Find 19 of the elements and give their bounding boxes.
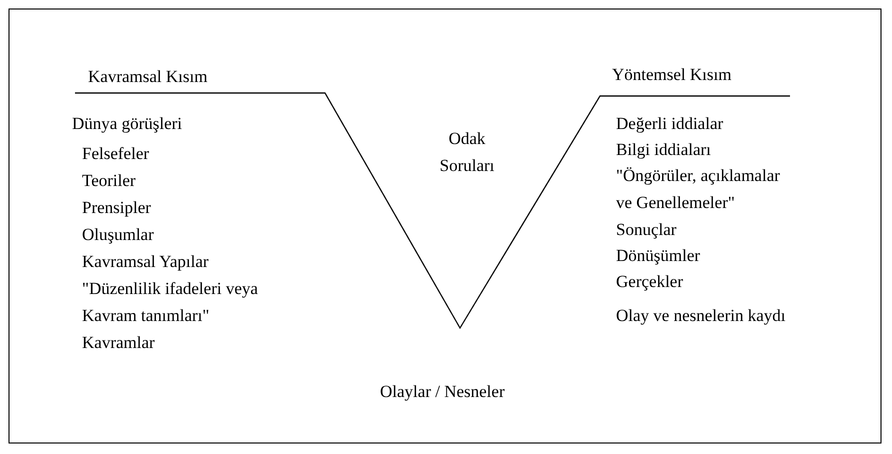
list-item: Gerçekler	[616, 271, 684, 293]
list-item: Kavramsal Yapılar	[82, 251, 209, 273]
section-heading: Kavramsal Kısım	[88, 66, 208, 88]
list-item: Bilgi iddiaları	[616, 139, 711, 161]
list-item: Değerli iddialar	[616, 113, 724, 135]
list-item: "Öngörüler, açıklamalar ve Genellemeler"	[616, 165, 781, 214]
focus-question-label: Odak Soruları	[438, 128, 496, 177]
list-item: Kavramlar	[82, 332, 155, 354]
section-heading: Yöntemsel Kısım	[612, 64, 732, 86]
list-item: Olay ve nesnelerin kaydı	[616, 305, 786, 327]
list-item: "Düzenlilik ifadeleri veya Kavram tanımları"	[82, 278, 259, 327]
list-item: Prensipler	[82, 197, 151, 219]
list-item: Dünya görüşleri	[72, 113, 182, 135]
list-item: Dönüşümler	[616, 245, 700, 267]
list-item: Felsefeler	[82, 143, 150, 165]
base-label: Olaylar / Nesneler	[380, 381, 505, 403]
list-item: Teoriler	[82, 170, 136, 192]
list-item: Oluşumlar	[82, 224, 154, 246]
list-item: Sonuçlar	[616, 219, 676, 241]
